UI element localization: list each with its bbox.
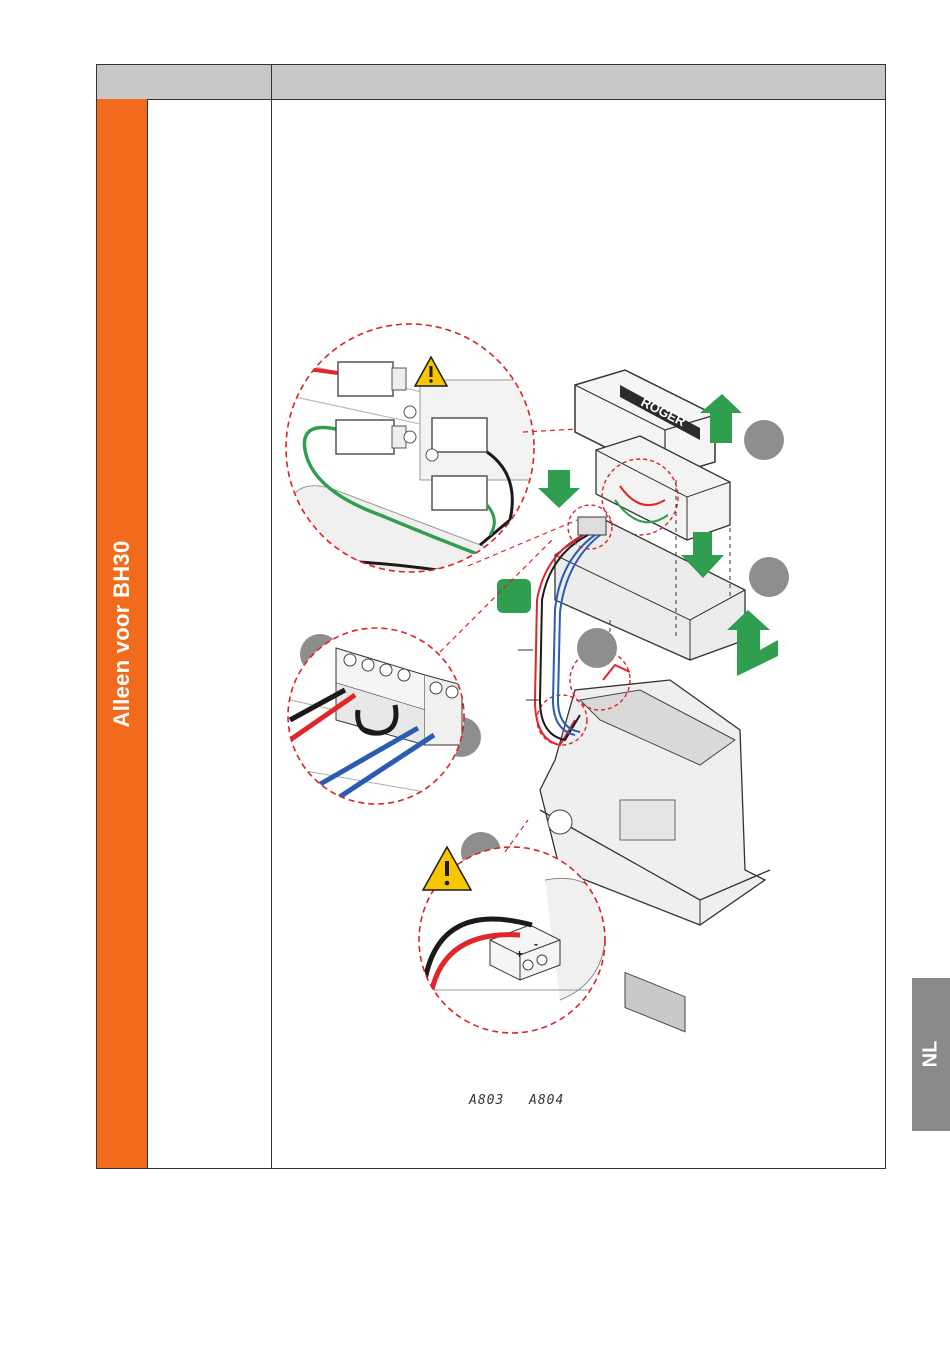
display-code: A804	[529, 1093, 564, 1108]
language-tab-label: NL	[920, 1041, 943, 1068]
connector-zoom-callout	[286, 324, 540, 590]
display-code: A803	[469, 1093, 504, 1108]
negative-terminal-label: -	[534, 937, 538, 951]
terminal-zoom-callout	[288, 628, 470, 804]
battery-terminal-callout: + -	[419, 847, 605, 1040]
positive-terminal-label: +	[516, 947, 523, 961]
green-step-badge	[497, 579, 531, 613]
